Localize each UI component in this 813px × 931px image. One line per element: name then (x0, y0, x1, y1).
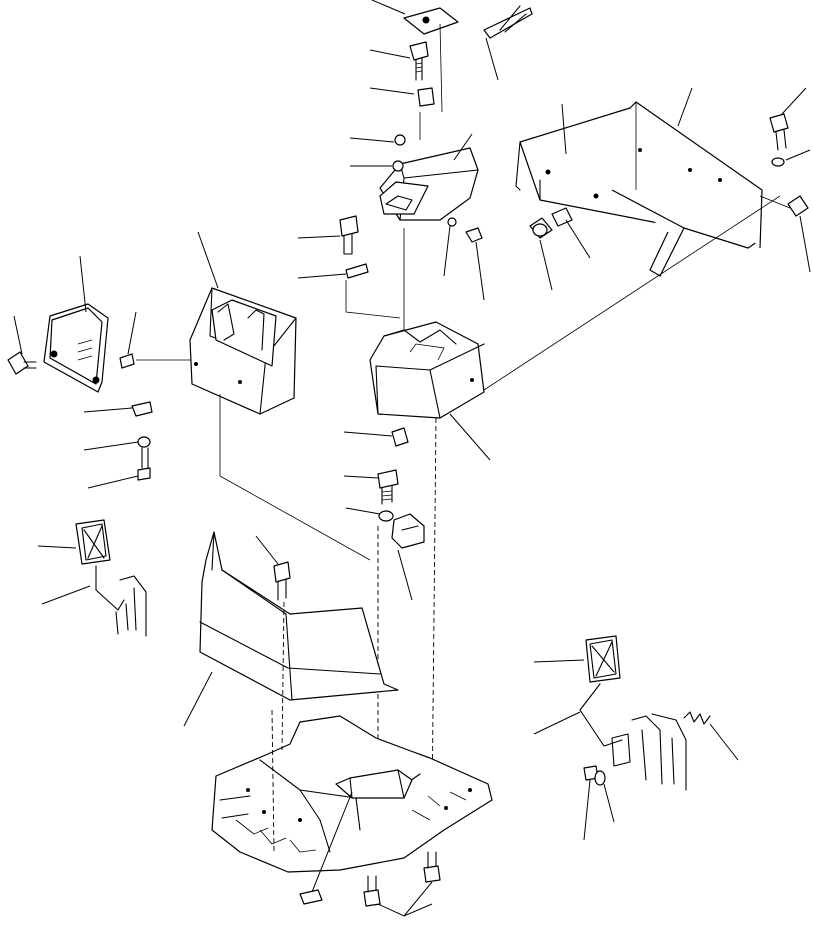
console-knob (465, 227, 485, 301)
rear-panel (515, 87, 763, 277)
rear-panel-grommet (529, 207, 591, 291)
right-mirror-spring (683, 711, 739, 761)
left-housing (189, 231, 297, 415)
floor-plate-tag (299, 791, 353, 905)
front-cover (183, 531, 399, 727)
middle-washer (345, 507, 394, 522)
connector-line-rear (483, 195, 781, 391)
left-panel-bracket (83, 401, 153, 417)
left-mirror (37, 519, 111, 565)
middle-hook-bracket (391, 513, 425, 601)
top-clip-pin (483, 5, 533, 81)
middle-console-label (297, 263, 401, 319)
top-spacer (369, 23, 443, 113)
right-mirror-stay (533, 683, 687, 791)
middle-bolt (343, 469, 399, 505)
left-panel-washer (83, 436, 151, 451)
top-mounting-plate (371, 0, 459, 35)
dash-line-cover (281, 601, 285, 751)
console-washer (443, 217, 457, 277)
right-mirror (533, 635, 621, 683)
left-display-panel (43, 255, 109, 393)
middle-nut (343, 427, 409, 447)
floor-plate-pedal-bracket (335, 769, 413, 799)
rear-panel-washer (771, 149, 811, 167)
middle-console-box (369, 321, 491, 461)
left-panel-screw (87, 447, 151, 489)
upper-console-box (379, 133, 479, 221)
console-screw-2 (350, 160, 404, 172)
floor-plate-bolt-1 (363, 875, 381, 907)
left-mirror-stay (41, 565, 147, 637)
left-panel-clip (119, 311, 202, 369)
connector-line-diag (219, 475, 371, 561)
floor-plate-bolt-2 (377, 851, 441, 917)
left-panel-bolt (7, 315, 37, 375)
dash-line-right (431, 417, 437, 811)
rear-panel-bolt-side (759, 195, 811, 273)
console-screw-1 (349, 134, 406, 146)
top-bolt (369, 41, 429, 81)
middle-console-bolt (297, 215, 359, 255)
right-mirror-washer (594, 770, 615, 823)
rear-panel-bolt-top (769, 87, 807, 151)
front-cover-bolt (255, 535, 291, 601)
